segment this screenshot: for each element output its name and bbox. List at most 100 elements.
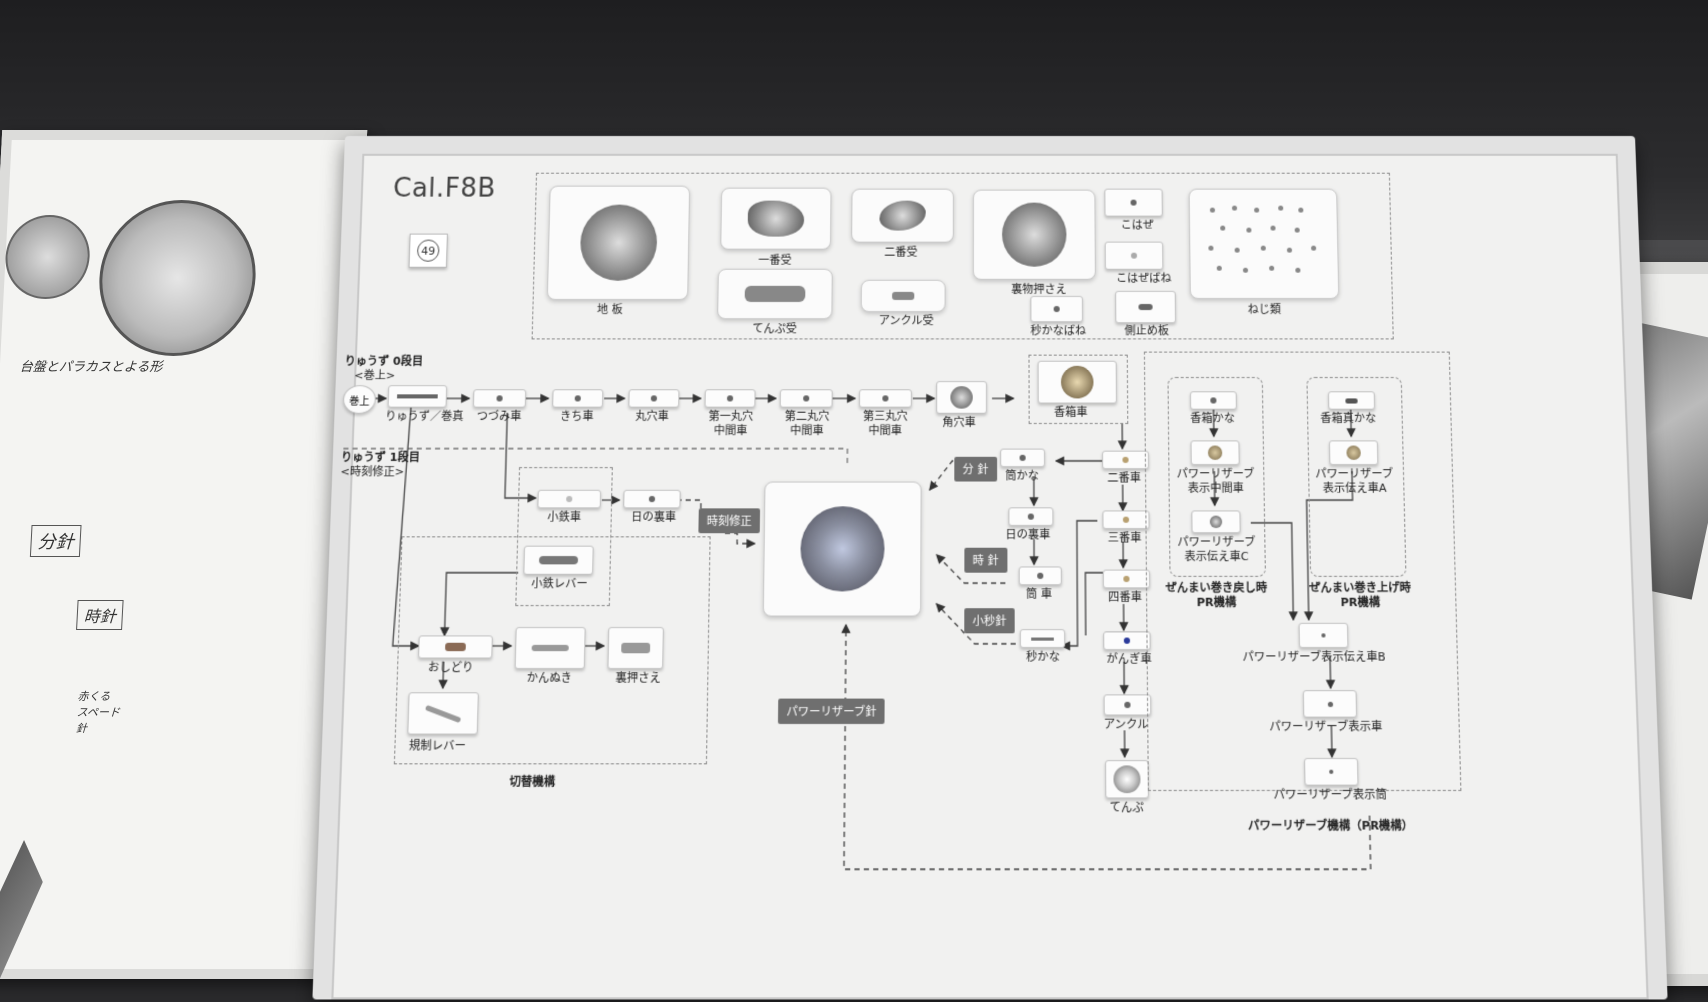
hour-wheel-part (1037, 573, 1043, 579)
power-reserve-hand-tag: パワーリザーブ針 (778, 699, 885, 724)
pr-c-chip (1191, 510, 1240, 533)
regulating-lever-chip (407, 692, 479, 734)
ratchet-wheel-part (950, 386, 972, 408)
screw-icon (1243, 268, 1248, 273)
fourth-wheel-part (1123, 576, 1129, 582)
pr-intermediate-part (1208, 446, 1222, 460)
sliding-pinion-chip (473, 389, 526, 407)
main-plate-label: 地 板 (597, 303, 623, 317)
barrel-bridge-part (748, 201, 805, 237)
second-wheel-bridge-label: 二番受 (884, 246, 917, 260)
pallet-fork-part (1124, 702, 1130, 708)
crown-wheel-label: きち車 (560, 410, 594, 424)
cannon-pinion-part (1020, 455, 1026, 461)
barrel-pinion-part (1210, 397, 1216, 403)
small-second-tag: 小秒針 (964, 608, 1014, 633)
setting-lever2-label: かんぬき (527, 671, 573, 686)
second-pinion-part (1031, 637, 1054, 640)
intermediate3-label: 第三丸穴 中間車 (863, 410, 908, 439)
unwind-title: ぜんまい巻き戻し時 PR機構 (1165, 581, 1267, 610)
barrel-arbor-pinion-chip (1328, 391, 1375, 409)
cannon-pinion-chip (1000, 449, 1045, 468)
main-plate-part (580, 205, 658, 281)
balance-chip (1105, 760, 1149, 798)
caliber-board: Cal.F8B 49 (312, 136, 1667, 999)
intermediate2-part (803, 395, 809, 401)
board-panel: Cal.F8B 49 (331, 154, 1648, 1000)
screw-icon (1298, 208, 1303, 213)
balance-bridge-label: てんぷ受 (752, 322, 797, 336)
barrel-bridge-label: 一番受 (758, 254, 791, 268)
second-wheel-bridge-tile (851, 189, 954, 243)
setting-wheel-chip (537, 490, 601, 509)
intermediate1-label: 第一丸穴 中間車 (708, 410, 753, 439)
minute-wheel-chip (623, 490, 681, 509)
switch-mechanism-title: 切替機構 (509, 775, 555, 790)
screw-icon (1235, 248, 1240, 253)
movement-part (800, 506, 885, 591)
crown-part (397, 394, 438, 398)
pr-c-part (1210, 516, 1222, 528)
click-spring-part (1131, 253, 1137, 259)
setting-lever-spring-chip (607, 627, 663, 669)
screw-icon (1295, 228, 1300, 233)
click-label: こはぜ (1121, 219, 1154, 233)
balance-part (1113, 765, 1140, 793)
barrel-pinion-chip (1190, 391, 1237, 409)
hour-wheel-label: 筒 車 (1026, 587, 1052, 602)
step0-title: りゅうず 0段目 (344, 355, 423, 369)
intermediate1-part (727, 395, 733, 401)
screw-icon (1269, 266, 1274, 271)
intermediate2-label: 第二丸穴 中間車 (784, 410, 829, 439)
second-pinion-spring-chip (1030, 296, 1083, 322)
screw-icon (1208, 246, 1213, 251)
winding-start-label: 巻上 (349, 392, 370, 407)
screws-label: ねじ類 (1247, 303, 1281, 317)
barrel-arbor-pinion-part (1345, 398, 1357, 403)
pr-c-label: パワーリザーブ 表示伝え車C (1177, 535, 1256, 564)
step1-subtitle: <時刻修正> (340, 465, 404, 479)
escape-wheel-chip (1103, 631, 1151, 650)
setting-lever2-part (532, 645, 569, 651)
second-pinion-spring-part (1054, 306, 1060, 312)
barrel-chip (1038, 361, 1117, 404)
minute-hand-tag: 分 針 (954, 457, 996, 482)
pr-display-wheel-label: パワーリザーブ表示車 (1269, 720, 1382, 735)
crown-wheel-part (575, 395, 581, 401)
crown-chip (388, 385, 448, 407)
balance-label: てんぷ (1109, 801, 1143, 816)
movement-tile (763, 482, 922, 617)
third-wheel-label: 三番車 (1108, 531, 1142, 546)
pr-b-chip (1299, 623, 1349, 648)
click-spring-chip (1105, 242, 1164, 270)
pr-intermediate-label: パワーリザーブ 表示中間車 (1177, 467, 1255, 496)
yoke-label: おしどり (428, 661, 474, 676)
intermediate1-chip (705, 389, 756, 407)
click-chip (1104, 189, 1162, 217)
intermediate2-chip (780, 389, 833, 407)
sliding-pinion-label: つづみ車 (476, 410, 521, 424)
escape-wheel-part (1124, 638, 1130, 644)
ratchet-wheel-label: 角穴車 (942, 416, 976, 430)
sketch-note-hour: 時針 (76, 600, 124, 630)
case-clamp-part (1138, 304, 1152, 310)
yoke-chip (418, 635, 493, 658)
barrel-pinion-label: 香箱かな (1190, 412, 1235, 426)
dial-side-plate-tile (973, 190, 1096, 280)
screw-icon (1311, 246, 1316, 251)
pr-display-wheel-chip (1303, 690, 1357, 717)
center-wheel-part (1122, 457, 1128, 463)
sketch-board: 台盤とパラカスとよる形 分針 時針 赤くる スペード 針 (0, 130, 367, 979)
screw-icon (1217, 266, 1222, 271)
minute-wheel2-label: 日の裏車 (1005, 528, 1050, 543)
pallet-bridge-label: アンクル受 (879, 314, 934, 328)
pr-display-tube-label: パワーリザーブ表示筒 (1273, 788, 1387, 803)
pr-display-tube-part (1329, 770, 1333, 774)
minute-wheel2-part (1028, 514, 1034, 520)
minute-wheel-label: 日の裏車 (631, 510, 676, 524)
step1-title: りゅうず 1段目 (341, 451, 420, 465)
pallet-bridge-tile (861, 280, 946, 312)
barrel-bridge-tile (720, 188, 831, 250)
pr-display-wheel-part (1327, 701, 1332, 706)
click-part (1131, 200, 1137, 206)
